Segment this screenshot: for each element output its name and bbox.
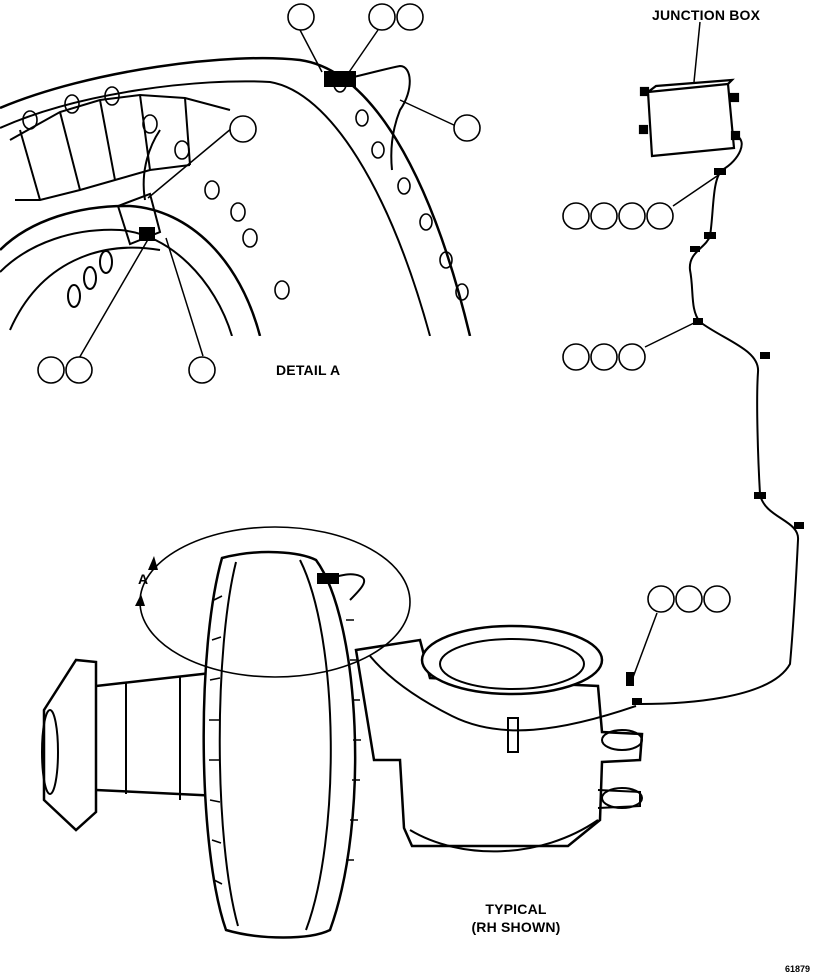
harness-cable: [639, 135, 800, 705]
callout-group-detail-top-right: [368, 3, 424, 31]
rh-shown-label: (RH SHOWN): [471, 919, 561, 935]
view-arrow-bottom: [135, 594, 145, 606]
callout-group-harness-mid: [562, 343, 646, 371]
harness-clips: [626, 168, 804, 705]
callout-group-detail-cable-right: [453, 114, 481, 142]
junction-box: [638, 78, 741, 158]
junction-box-label: JUNCTION BOX: [652, 7, 761, 23]
callout-group-detail-top-left: [287, 3, 315, 31]
leader-lines: [77, 21, 721, 681]
detail-a-view: [0, 56, 472, 336]
callout-group-junction-harness: [562, 202, 674, 230]
callout-group-detail-bottom-mid: [188, 356, 216, 384]
callout-group-detail-sensor: [229, 115, 257, 143]
callout-group-detail-bottom-left: [37, 356, 93, 384]
callout-group-harness-lower: [647, 585, 731, 613]
axle-assembly: [41, 550, 644, 939]
view-marker-label: A: [138, 571, 149, 587]
typical-label: TYPICAL: [485, 901, 547, 917]
detail-a-label: DETAIL A: [276, 362, 341, 378]
figure-number: 61879: [785, 964, 811, 974]
callout-circles: [37, 3, 731, 613]
view-arrow-top: [148, 556, 158, 570]
